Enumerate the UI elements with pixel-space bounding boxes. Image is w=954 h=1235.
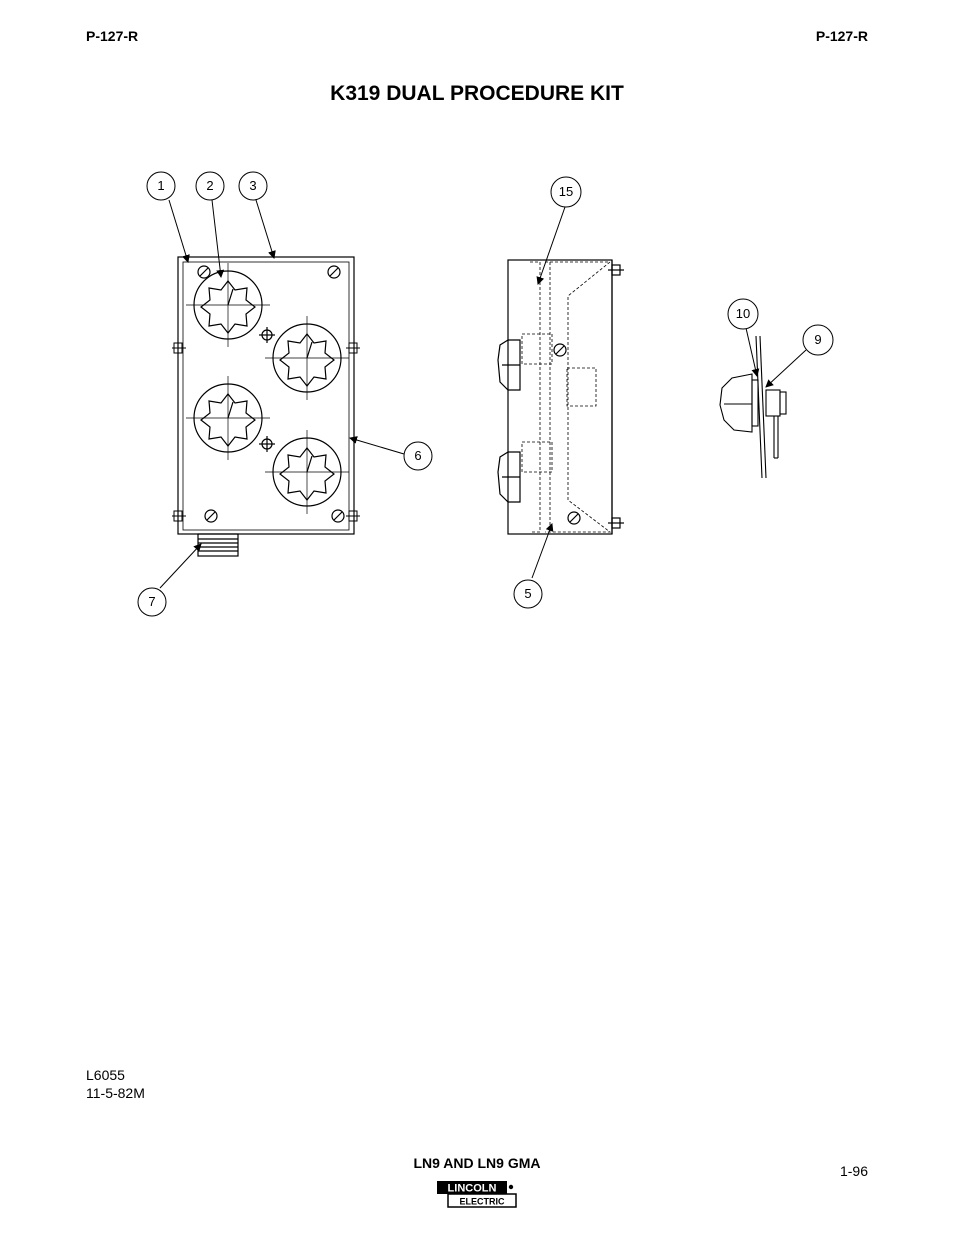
side-knob-upper [497, 339, 521, 391]
header-right-code: P-127-R [815, 28, 868, 44]
logo-line1: LINCOLN [448, 1183, 497, 1195]
lincoln-electric-logo: LINCOLN ELECTRIC [437, 1181, 517, 1208]
callout-6: 6 [414, 448, 421, 463]
front-view [172, 256, 360, 557]
side-knob-lower [497, 451, 521, 503]
knob-1 [186, 263, 270, 347]
screw [204, 509, 218, 523]
callout-1: 1 [157, 178, 164, 193]
front-panel-inner [182, 261, 350, 531]
detail-view [719, 335, 787, 479]
detail-knob [719, 373, 753, 433]
callout-3: 3 [249, 178, 256, 193]
side-housing [507, 259, 613, 535]
callouts: 1 2 3 15 10 9 6 7 5 [137, 171, 834, 617]
side-bolts [172, 342, 360, 522]
knob-3 [186, 376, 270, 460]
knob-4 [265, 430, 349, 514]
callout-10: 10 [736, 306, 750, 321]
screw [197, 265, 211, 279]
screw [327, 265, 341, 279]
logo-line2: ELECTRIC [460, 1197, 506, 1207]
page-number: 1-96 [839, 1163, 868, 1179]
callout-7: 7 [148, 594, 155, 609]
front-panel-outer [177, 256, 355, 535]
connector [197, 533, 239, 557]
page-title: K319 DUAL PROCEDURE KIT [330, 82, 624, 105]
callout-5: 5 [524, 586, 531, 601]
footer-product-title: LN9 AND LN9 GMA [413, 1155, 541, 1171]
document-date: 11-5-82M [86, 1085, 145, 1101]
callout-2: 2 [206, 178, 213, 193]
callout-9: 9 [814, 332, 821, 347]
corner-screws [197, 265, 345, 523]
document-number: L6055 [86, 1067, 125, 1083]
side-view [497, 259, 624, 535]
parts-diagram: 1 2 3 15 10 9 6 7 5 [137, 171, 834, 617]
document-reference: L6055 11-5-82M [86, 1066, 145, 1102]
callout-15: 15 [559, 184, 573, 199]
screw [331, 509, 345, 523]
knob-2 [265, 316, 349, 400]
header-left-code: P-127-R [86, 28, 139, 44]
